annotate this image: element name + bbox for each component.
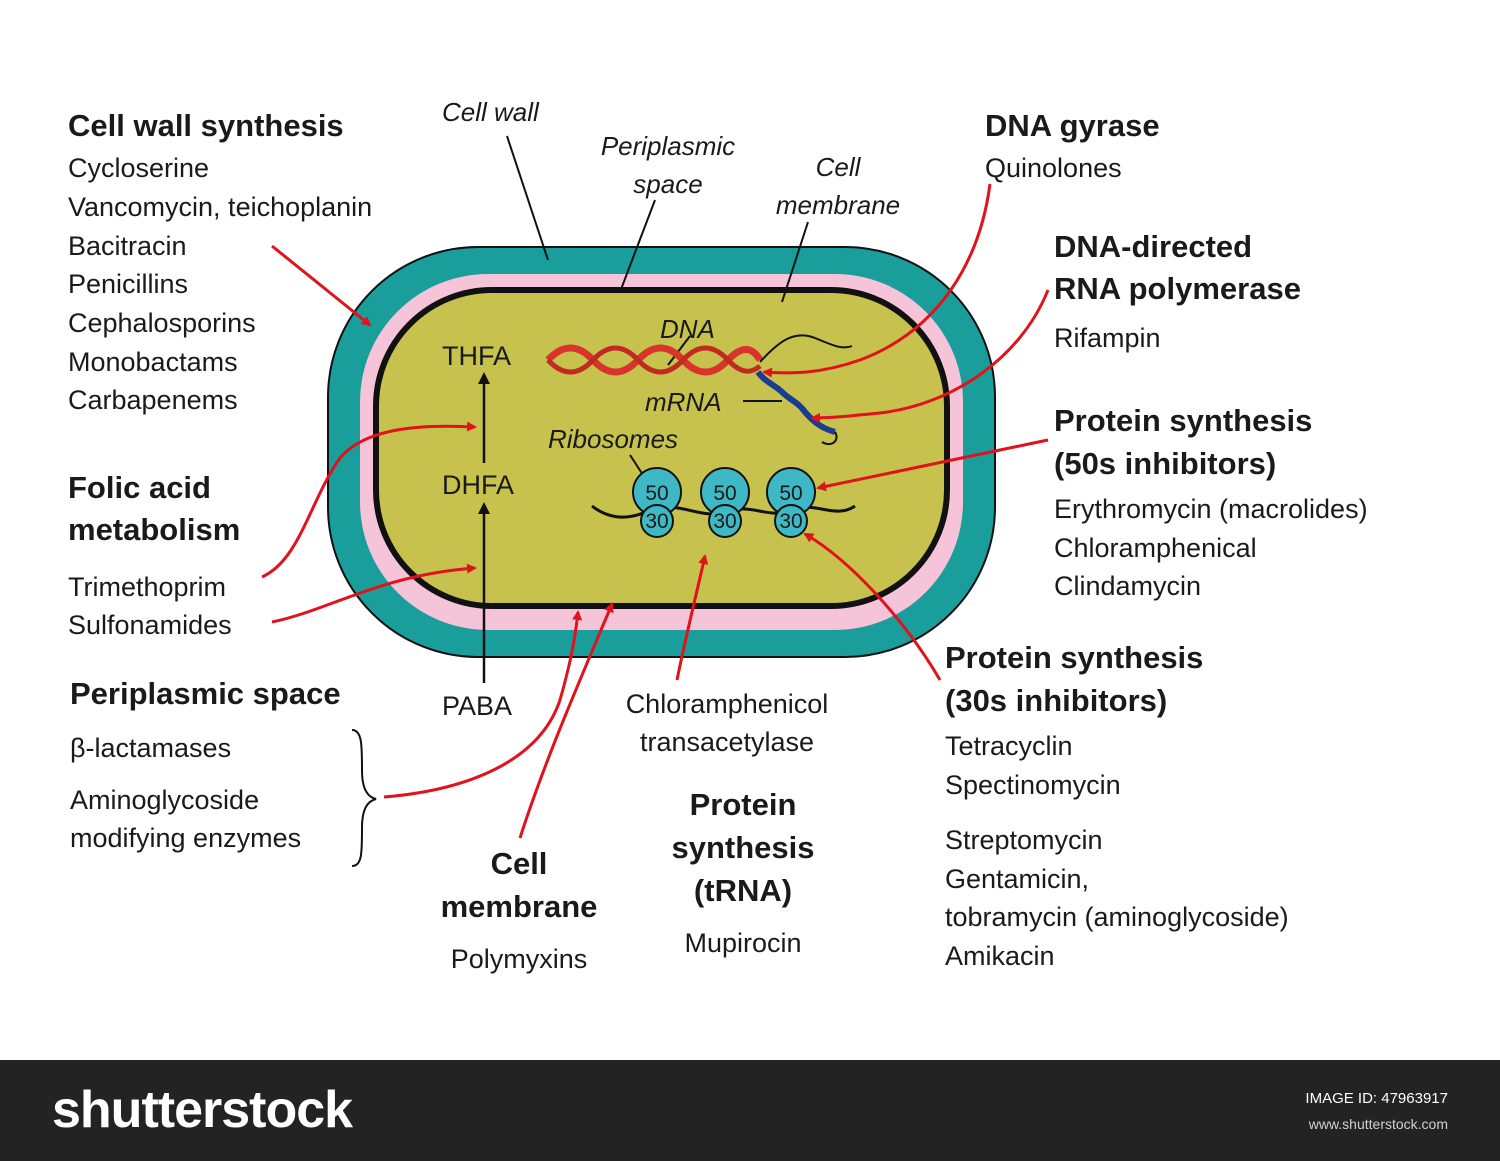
periplasmic-enzyme-arrow — [383, 610, 583, 799]
group-title-line2: (30s inhibitors) — [945, 683, 1167, 718]
protein-trna-group: Protein synthesis (tRNA) Mupirocin — [671, 787, 814, 958]
enzyme-line1: Chloramphenicol — [626, 689, 829, 719]
enzyme-item-line1: Aminoglycoside — [70, 785, 259, 815]
image-id-label: IMAGE ID: 47963917 — [1305, 1090, 1448, 1107]
ribosome-30s-label: 30 — [779, 510, 802, 533]
group-title-line2: membrane — [441, 889, 598, 924]
enzyme-item: β-lactamases — [70, 733, 231, 763]
dna-label: DNA — [660, 314, 715, 344]
group-title-line2: metabolism — [68, 512, 240, 547]
group-title-line2: synthesis — [671, 830, 814, 865]
drug-item: Monobactams — [68, 347, 238, 377]
ribosome-50s-label: 50 — [713, 482, 736, 505]
protein-30s-group: Protein synthesis (30s inhibitors) Tetra… — [945, 640, 1289, 971]
group-title-line2: RNA polymerase — [1054, 271, 1301, 306]
drug-item: Cephalosporins — [68, 308, 256, 338]
drug-item: Rifampin — [1054, 323, 1161, 353]
drug-item: Gentamicin, — [945, 864, 1089, 894]
group-title-line1: Folic acid — [68, 470, 211, 505]
drug-item: Quinolones — [985, 153, 1122, 183]
drug-item: Penicillins — [68, 269, 188, 299]
group-title-line3: (tRNA) — [694, 873, 792, 908]
group-title-line1: DNA-directed — [1054, 229, 1252, 264]
protein-50s-group: Protein synthesis (50s inhibitors) Eryth… — [1054, 403, 1368, 601]
dhfa-label: DHFA — [442, 470, 514, 500]
ribosome-1: 50 30 — [632, 467, 682, 538]
cell-wall-target-arrow — [271, 244, 372, 327]
drug-item: Spectinomycin — [945, 770, 1121, 800]
aminoglycoside-arrow — [803, 532, 942, 681]
drug-item: Erythromycin (macrolides) — [1054, 494, 1368, 524]
drug-item: Mupirocin — [684, 928, 801, 958]
mrna-strand — [755, 370, 838, 446]
paba-label: PABA — [442, 691, 512, 721]
antibiotic-targets-diagram: 50 30 50 30 50 30 Cell wall Periplasmic … — [68, 97, 1368, 974]
membrane-label-line2: membrane — [776, 190, 900, 220]
drug-item: Clindamycin — [1054, 571, 1201, 601]
chloramphenicol-group: Chloramphenicol transacetylase — [626, 689, 829, 757]
group-title: DNA gyrase — [985, 108, 1160, 143]
periplasmic-pointer — [619, 199, 656, 293]
membrane-pointer — [781, 221, 809, 303]
drug-item: Polymyxins — [451, 944, 588, 974]
drug-item: tobramycin (aminoglycoside) — [945, 902, 1289, 932]
dna-gyrase-group: DNA gyrase Quinolones — [985, 108, 1160, 183]
cell-wall-synthesis-group: Cell wall synthesis Cycloserine Vancomyc… — [68, 108, 372, 415]
rna-polymerase-group: DNA-directed RNA polymerase Rifampin — [1054, 229, 1301, 353]
site-url-label: www.shutterstock.com — [1308, 1116, 1448, 1132]
drug-item: Vancomycin, teichoplanin — [68, 192, 372, 222]
trimethoprim-arrow — [261, 421, 477, 579]
enzyme-item-line2: modifying enzymes — [70, 823, 301, 853]
group-title-line1: Protein synthesis — [945, 640, 1203, 675]
ribosome-50s-label: 50 — [779, 482, 802, 505]
folic-acid-group: Folic acid metabolism Trimethoprim Sulfo… — [68, 470, 240, 640]
dna-pointer — [667, 335, 691, 366]
quinolone-arrow — [762, 183, 992, 378]
group-title: Periplasmic space — [70, 676, 341, 711]
drug-item: Amikacin — [945, 941, 1055, 971]
cell-membrane-group: Cell membrane Polymyxins — [441, 846, 598, 974]
drug-item: Carbapenems — [68, 385, 238, 415]
periplasmic-label-line1: Periplasmic — [601, 131, 735, 161]
ribosome-50s-label: 50 — [645, 482, 668, 505]
cell-wall-label: Cell wall — [442, 97, 540, 127]
dna-helix — [545, 334, 853, 376]
periplasmic-label-line2: space — [633, 169, 702, 199]
cell-wall-pointer — [506, 135, 549, 261]
periplasmic-space-group: Periplasmic space β-lactamases Aminoglyc… — [70, 676, 377, 867]
drug-item: Streptomycin — [945, 825, 1103, 855]
group-title: Cell wall synthesis — [68, 108, 344, 143]
group-title-line1: Protein synthesis — [1054, 403, 1312, 438]
drug-item: Bacitracin — [68, 231, 187, 261]
group-title-line1: Cell — [491, 846, 548, 881]
polymyxin-arrow — [518, 602, 614, 839]
group-title-line2: (50s inhibitors) — [1054, 446, 1276, 481]
drug-item: Cycloserine — [68, 153, 209, 183]
macrolide-arrow — [816, 438, 1049, 492]
mrna-label: mRNA — [645, 387, 722, 417]
thfa-label: THFA — [442, 341, 511, 371]
ribosome-30s-label: 30 — [713, 510, 736, 533]
ribosome-30s-label: 30 — [645, 510, 668, 533]
ribosome-2: 50 30 — [700, 467, 750, 538]
rifampin-arrow — [810, 289, 1050, 423]
drug-item: Chloramphenical — [1054, 533, 1257, 563]
ribosomes-label: Ribosomes — [548, 424, 678, 454]
group-title-line1: Protein — [690, 787, 797, 822]
enzyme-line2: transacetylase — [640, 727, 814, 757]
shutterstock-logo: shutterstock — [52, 1081, 353, 1139]
stock-footer-bar: shutterstock IMAGE ID: 47963917 www.shut… — [0, 1060, 1500, 1161]
drug-item: Sulfonamides — [68, 610, 232, 640]
ribosome-3: 50 30 — [766, 467, 816, 538]
chloramphenicol-target-arrow — [675, 554, 709, 681]
drug-item: Tetracyclin — [945, 731, 1073, 761]
sulfonamides-arrow — [271, 563, 477, 624]
drug-item: Trimethoprim — [68, 572, 226, 602]
curly-brace — [351, 729, 377, 867]
membrane-label-line1: Cell — [816, 152, 862, 182]
